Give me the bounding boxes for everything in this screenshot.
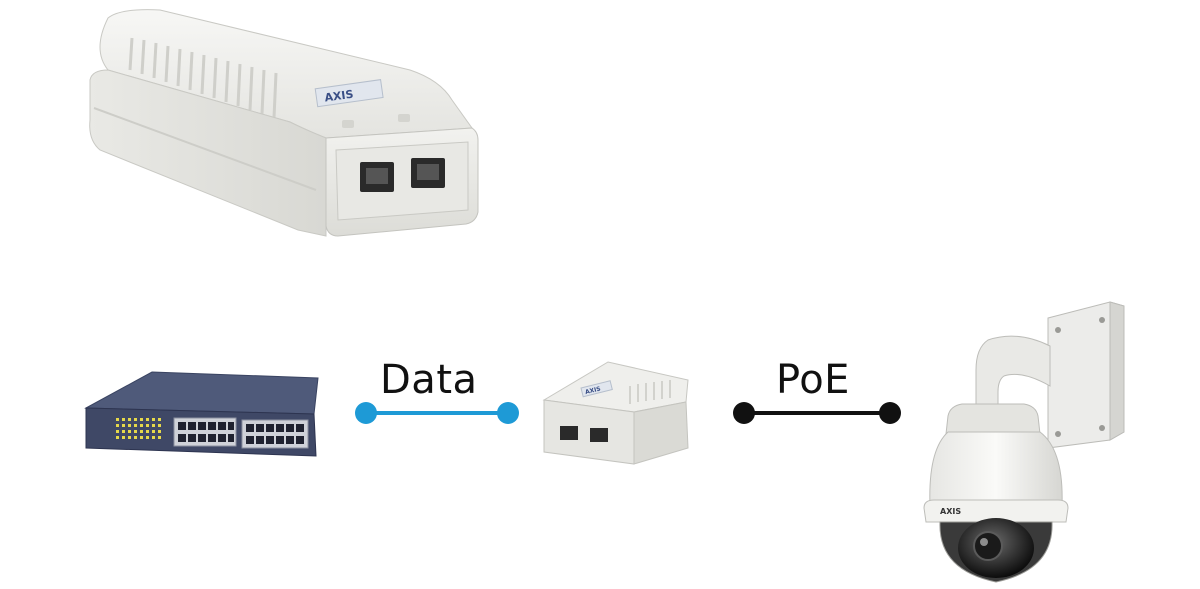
data-link-endpoint-right	[497, 402, 519, 424]
poe-midspan-large-icon: AXIS	[89, 9, 479, 237]
data-link-line	[355, 402, 519, 424]
svg-text:AXIS: AXIS	[324, 88, 355, 105]
data-link-endpoint-left	[355, 402, 377, 424]
poe-link-label: PoE	[776, 357, 850, 403]
ptz-dome-camera-icon: AXIS	[923, 301, 1125, 583]
svg-text:AXIS: AXIS	[940, 507, 961, 516]
poe-link-endpoint-right	[879, 402, 901, 424]
network-switch-icon	[84, 371, 319, 457]
poe-link-endpoint-left	[733, 402, 755, 424]
poe-link-line	[733, 402, 901, 424]
data-link-label: Data	[380, 357, 478, 403]
poe-midspan-small-icon: AXIS	[542, 361, 689, 465]
svg-text:AXIS: AXIS	[584, 385, 601, 396]
